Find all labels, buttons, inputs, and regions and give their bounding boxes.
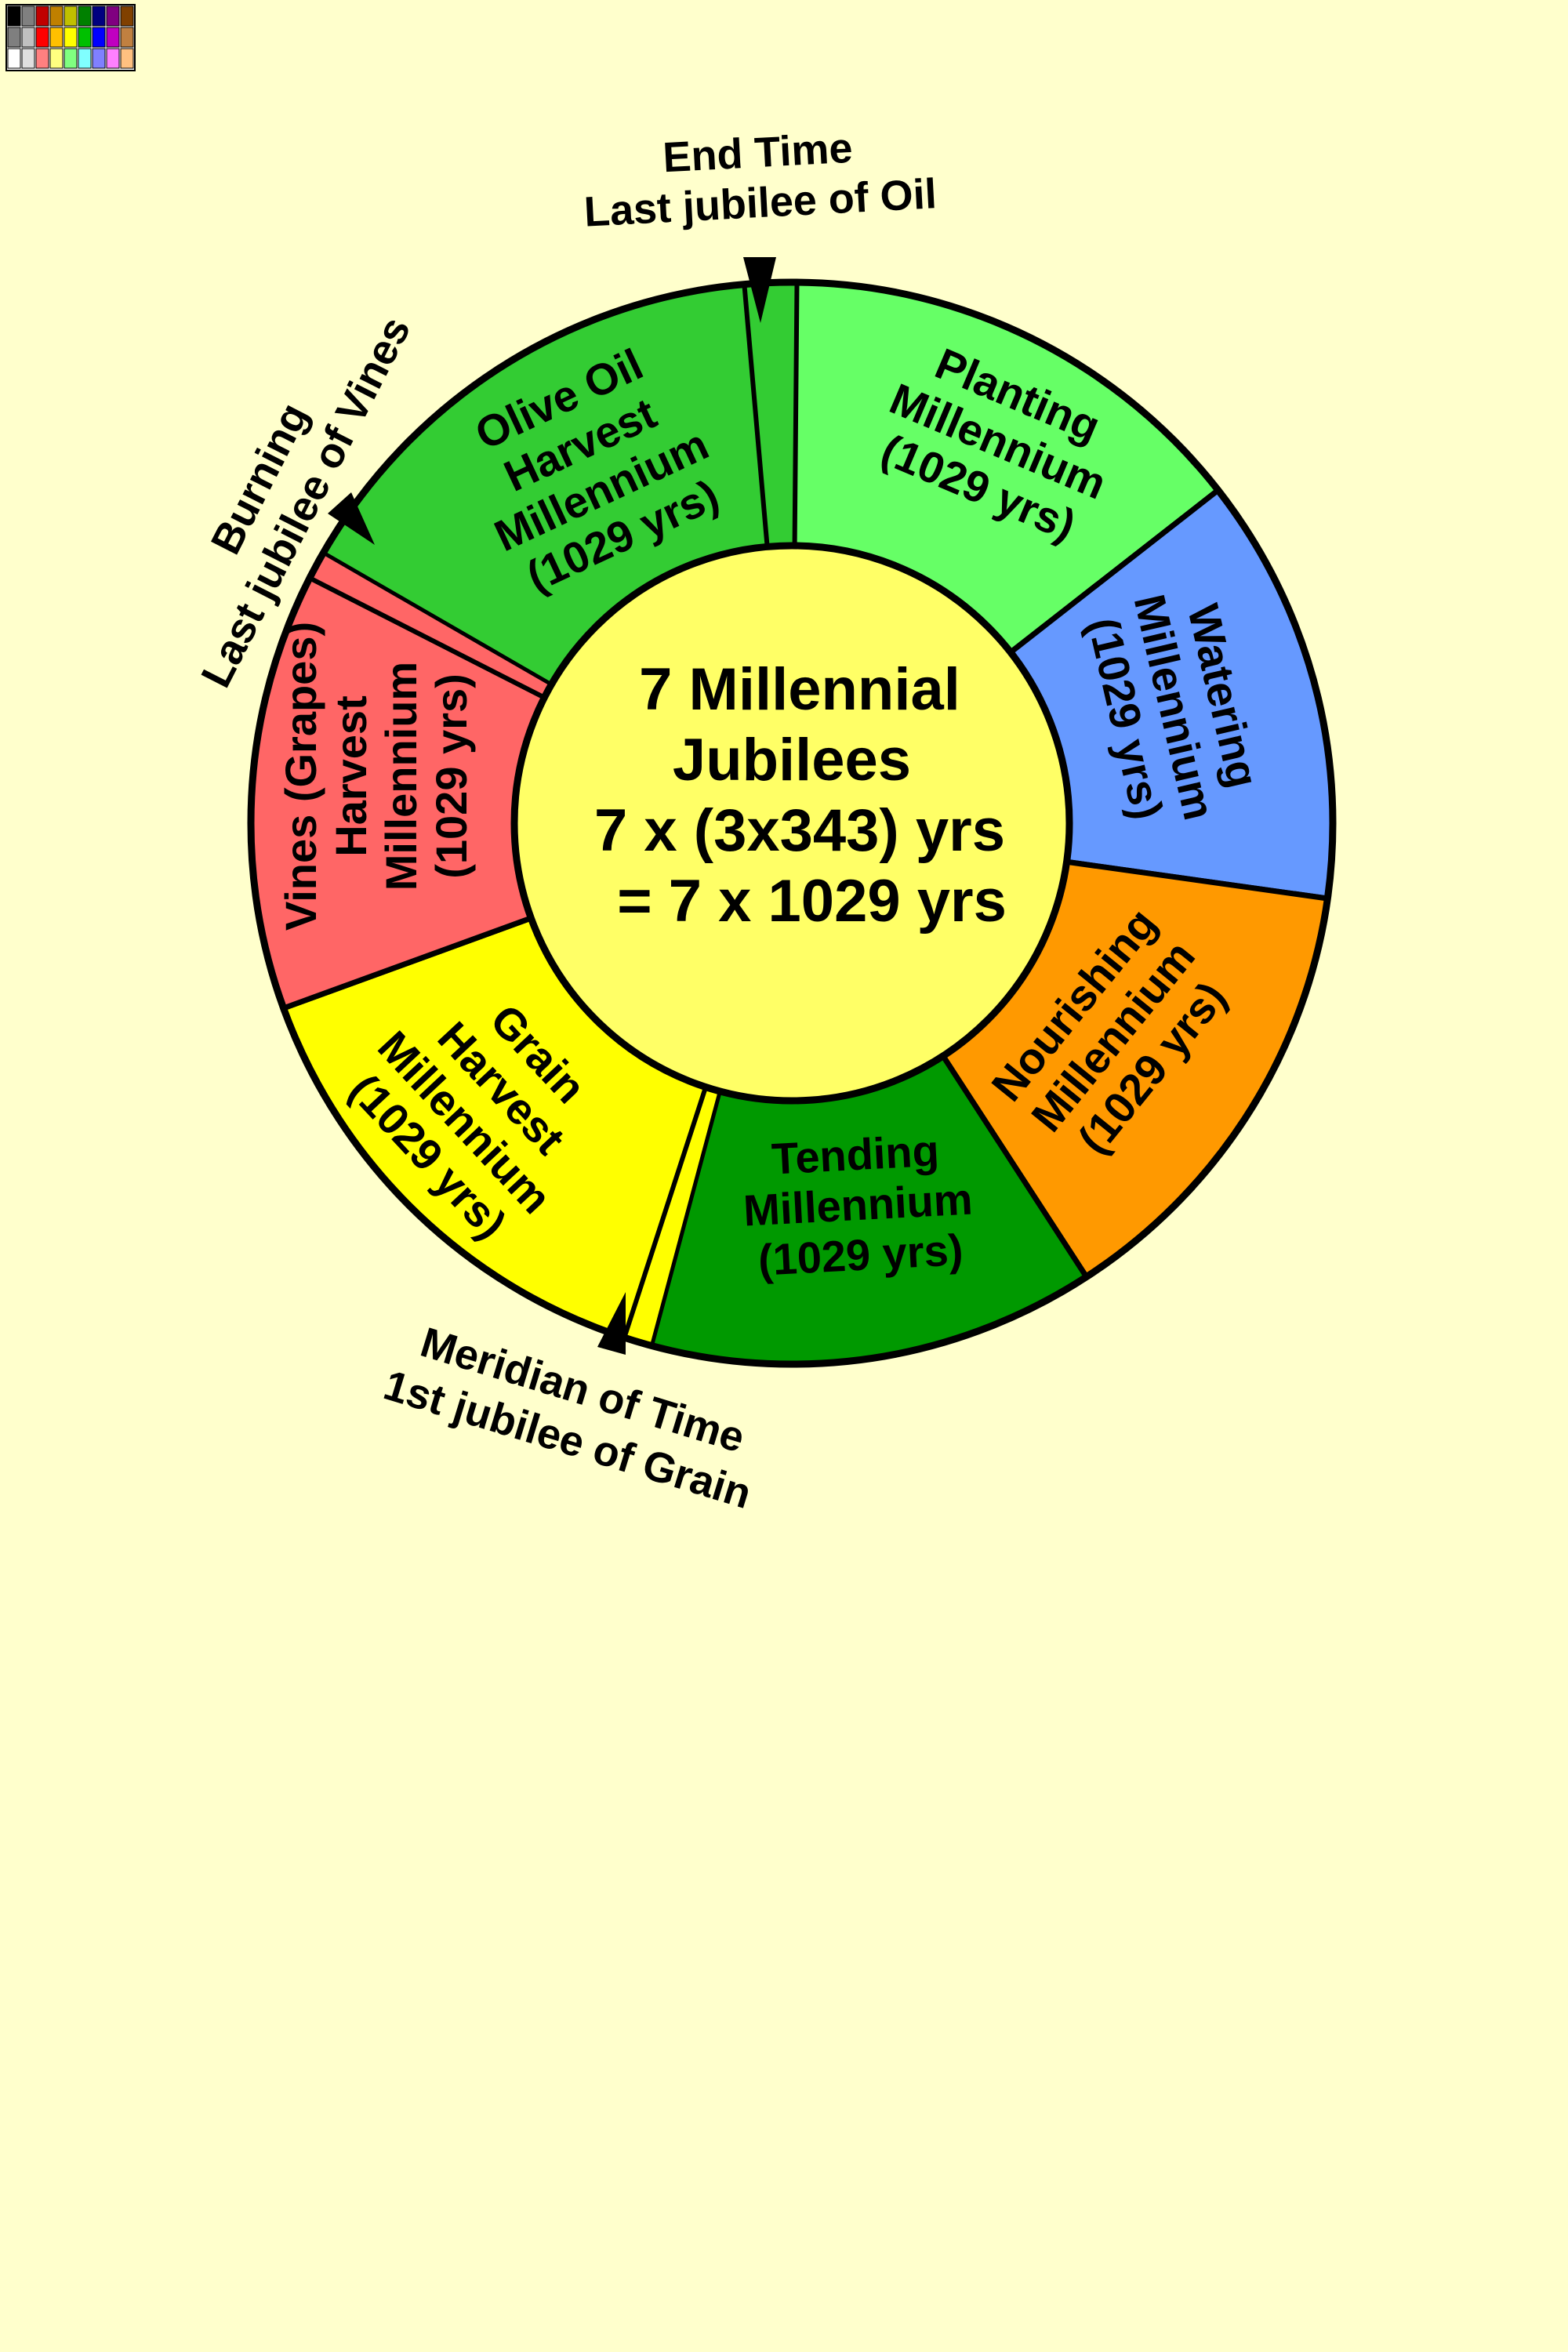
callout-end-time: End Time Last jubilee of Oil <box>583 125 938 236</box>
palette-swatch[interactable] <box>49 48 64 69</box>
palette-swatch[interactable] <box>78 5 92 27</box>
palette-swatch[interactable] <box>92 5 106 27</box>
callout-line: End Time <box>662 125 854 182</box>
center-line: 7 Millennial <box>639 656 960 723</box>
palette-swatch[interactable] <box>78 48 92 69</box>
center-title: 7 Millennial Jubilees 7 x (3x343) yrs = … <box>594 656 1007 935</box>
callout-line: Last jubilee of Oil <box>583 170 938 235</box>
palette-swatch[interactable] <box>78 27 92 48</box>
label-line: (1029 yrs) <box>426 673 476 879</box>
palette-swatch[interactable] <box>7 5 21 27</box>
center-line: 7 x (3x343) yrs <box>594 797 1005 864</box>
end-time-arrow-icon <box>743 257 776 323</box>
center-line: Jubilees <box>673 727 911 793</box>
palette-swatch[interactable] <box>21 5 35 27</box>
palette-swatch[interactable] <box>106 5 120 27</box>
palette-swatch[interactable] <box>106 27 120 48</box>
palette-swatch[interactable] <box>35 27 49 48</box>
label-tending: Tending Millennium (1029 yrs) <box>742 1126 974 1285</box>
label-line: Tending <box>771 1126 941 1184</box>
palette-swatch[interactable] <box>7 48 21 69</box>
palette-swatch[interactable] <box>35 5 49 27</box>
label-line: Harvest <box>326 695 376 856</box>
label-vines: Vines (Grapes) Harvest Millennium (1029 … <box>276 622 476 931</box>
palette-swatch[interactable] <box>49 27 64 48</box>
outer-circle <box>247 278 1337 1368</box>
palette-swatch[interactable] <box>120 5 134 27</box>
palette-swatch[interactable] <box>64 27 78 48</box>
palette-swatch[interactable] <box>35 48 49 69</box>
label-line: (1029 yrs) <box>757 1225 964 1285</box>
palette-swatch[interactable] <box>64 5 78 27</box>
label-line: Millennium <box>742 1174 974 1235</box>
palette-swatch[interactable] <box>7 27 21 48</box>
center-circle <box>510 542 1073 1105</box>
palette-swatch[interactable] <box>92 27 106 48</box>
palette-swatch[interactable] <box>49 5 64 27</box>
center-line: = 7 x 1029 yrs <box>601 868 1007 935</box>
color-palette-icon[interactable] <box>5 4 136 71</box>
label-line: Vines (Grapes) <box>276 622 325 931</box>
palette-swatch[interactable] <box>106 48 120 69</box>
label-line: Millennium <box>376 662 426 891</box>
palette-swatch[interactable] <box>21 48 35 69</box>
palette-swatch[interactable] <box>64 48 78 69</box>
palette-swatch[interactable] <box>21 27 35 48</box>
meridian-arrow-icon <box>597 1292 626 1355</box>
label-planting: Planting Millennium (1029 yrs) <box>875 339 1114 550</box>
palette-swatch[interactable] <box>120 27 134 48</box>
palette-swatch[interactable] <box>120 48 134 69</box>
palette-swatch[interactable] <box>92 48 106 69</box>
millennium-ring <box>247 278 1337 1368</box>
burning-arrow-icon <box>328 492 375 545</box>
